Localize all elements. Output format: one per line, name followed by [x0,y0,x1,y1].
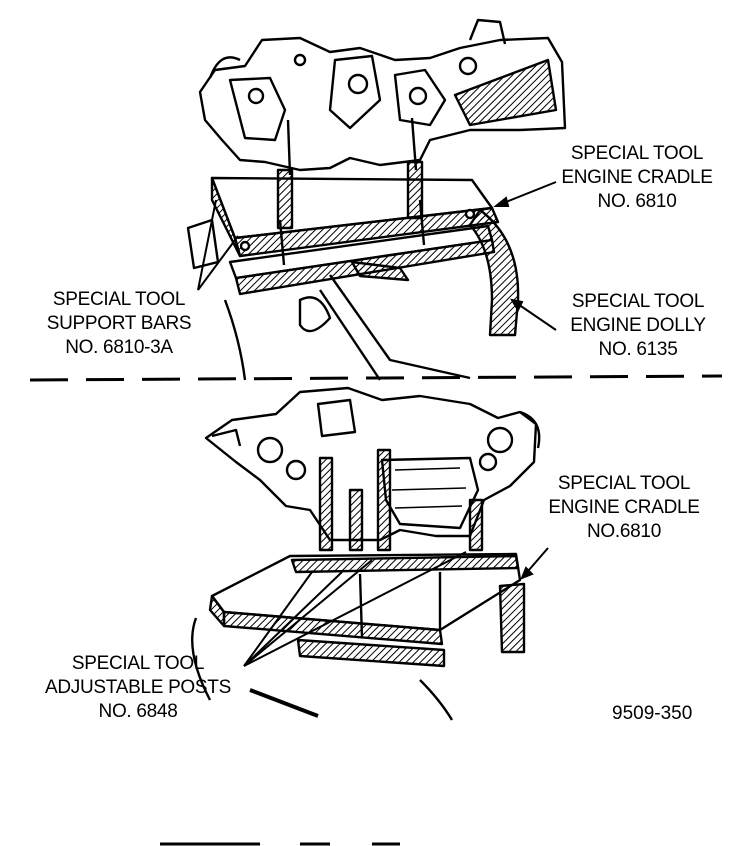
callout-line: SPECIAL TOOL [557,473,691,494]
callout-line: NO. 6848 [98,701,178,722]
callout-line: SPECIAL TOOL [71,653,205,674]
bottom-engine-cradle [191,448,526,721]
bottom-engine-assembly [204,386,541,542]
bottom-leader-lines [243,547,549,667]
callout-line: SUPPORT BARS [46,313,192,334]
callout-support-bars: SPECIAL TOOL SUPPORT BARS NO. 6810-3A [34,288,204,360]
callout-engine-cradle-top: SPECIAL TOOL ENGINE CRADLE NO. 6810 [552,142,722,214]
callout-line: SPECIAL TOOL [52,289,186,310]
callout-line: ENGINE CRADLE [561,167,713,188]
view-separator-dashed-line [29,374,723,382]
callout-line: ENGINE DOLLY [570,315,706,336]
engine-dolly [223,208,520,381]
callout-line: NO.6810 [587,521,661,542]
callout-line: NO. 6810-3A [65,337,173,358]
callout-engine-dolly: SPECIAL TOOL ENGINE DOLLY NO. 6135 [554,290,722,362]
callout-line: SPECIAL TOOL [571,291,705,312]
callout-line: NO. 6135 [598,339,678,360]
callout-line: ENGINE CRADLE [548,497,700,518]
callout-engine-cradle-bottom: SPECIAL TOOL ENGINE CRADLE NO.6810 [538,472,710,544]
top-leader-lines [197,181,557,331]
callout-line: SPECIAL TOOL [570,143,704,164]
callout-line: NO. 6810 [597,191,677,212]
callout-line: ADJUSTABLE POSTS [45,677,231,698]
top-engine-assembly [198,18,567,176]
callout-adjustable-posts: SPECIAL TOOL ADJUSTABLE POSTS NO. 6848 [36,652,240,724]
figure-number: 9509-350 [612,703,693,724]
top-engine-cradle [186,160,500,296]
